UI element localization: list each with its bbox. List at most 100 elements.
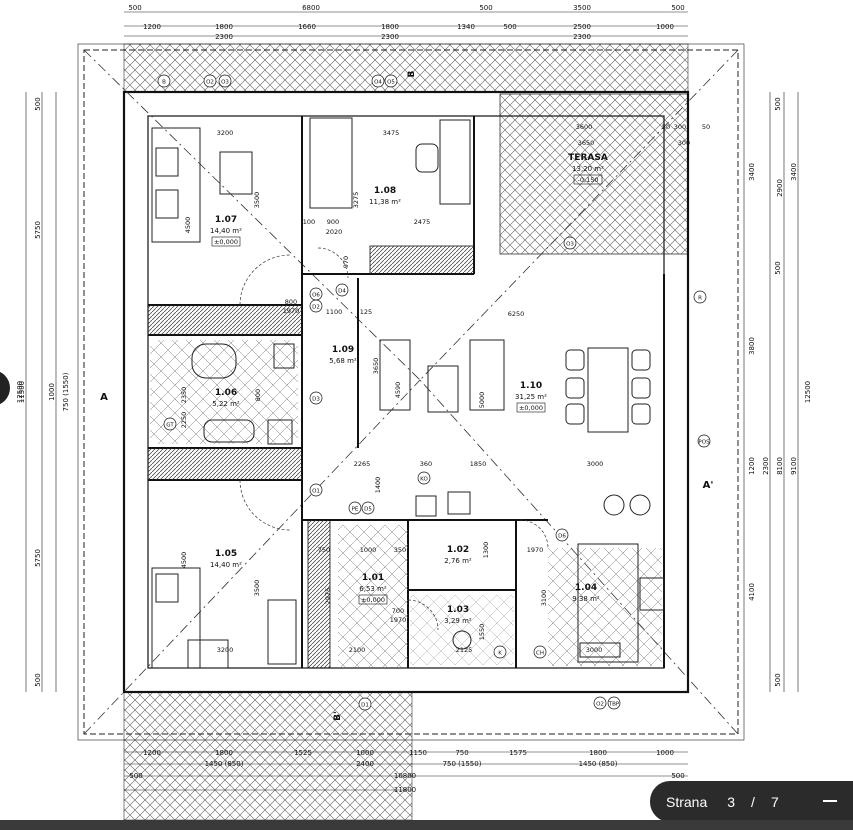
tag-bubble: [218, 74, 232, 88]
dimension-label: 3500: [253, 192, 261, 209]
dimension-label: 1970: [283, 307, 300, 315]
room-area: 13,20 m²: [572, 165, 604, 173]
page-separator: /: [751, 793, 755, 810]
dimension-label: 1800: [381, 23, 399, 31]
tag-label: PE: [352, 506, 359, 512]
room-area: 5,22 m²: [212, 400, 240, 408]
dimension-label: 3200: [217, 646, 234, 654]
dimension-lines: [25, 11, 799, 791]
dimension-label: 3500: [573, 4, 591, 12]
dimension-label: 100: [303, 218, 315, 226]
dimension-label: 2300: [762, 457, 770, 475]
tag-bubble: [533, 645, 547, 659]
dimension-label: 3200: [217, 129, 234, 137]
dimension-label: 12500: [804, 381, 812, 403]
dimension-label: 1660: [298, 23, 316, 31]
tag-bubble: [384, 74, 398, 88]
dimension-label: 5750: [34, 221, 42, 239]
room-number: 1.02: [447, 545, 469, 555]
dimension-label: 3475: [383, 129, 400, 137]
tag-bubble: [555, 528, 569, 542]
dimension-label: 500: [774, 97, 782, 110]
dimension-label: 1340: [457, 23, 475, 31]
zoom-out-button[interactable]: [823, 800, 837, 802]
dimension-label: 1970: [390, 616, 407, 624]
dimension-label: 500: [479, 4, 492, 12]
section-mark-b: B: [407, 70, 417, 77]
room-number: 1.08: [374, 186, 396, 196]
room-number: 1.06: [215, 388, 237, 398]
tag-label: O3: [566, 241, 574, 247]
room-number: TERASA: [568, 153, 608, 163]
dimension-label: 3400: [790, 163, 798, 181]
tag-label: B: [162, 79, 166, 85]
dimension-label: 3650: [578, 139, 595, 147]
tag-bubble: [607, 696, 621, 710]
page-label: Strana: [666, 793, 708, 810]
dimension-label: 750 (1550): [62, 372, 70, 411]
dimension-label: 2400: [356, 760, 374, 768]
dimension-label: 2500: [573, 23, 591, 31]
dimension-label: 500: [671, 4, 684, 12]
dimension-label: 750 (1550): [443, 760, 482, 768]
tag-bubble: [563, 236, 577, 250]
level-box: [573, 174, 603, 185]
dimension-label: 970: [342, 256, 350, 268]
tag-bubble: [417, 471, 431, 485]
paving-top: [123, 43, 689, 93]
dimension-label: 2020: [326, 228, 343, 236]
roof-outline: [83, 49, 739, 735]
room-number: 1.04: [575, 583, 597, 593]
dimension-label: 5000: [478, 392, 486, 409]
tag-label: D4: [338, 288, 346, 294]
dimension-label: 300: [674, 123, 686, 131]
terrace: [499, 93, 689, 255]
dimension-label: 2975: [324, 588, 332, 605]
tag-bubble: [309, 483, 323, 497]
room-area: 14,40 m²: [210, 561, 242, 569]
tag-label: D3: [312, 396, 320, 402]
hall-tile: [338, 525, 408, 667]
door-swings: [239, 247, 549, 631]
dimension-label: 1400: [374, 477, 382, 494]
dimension-label: 11800: [394, 786, 416, 794]
dimension-label: 2300: [215, 33, 233, 41]
bottom-toolbar: [0, 820, 853, 830]
tag-bubble: [371, 74, 385, 88]
level-box: [358, 594, 388, 605]
dimension-label: 2900: [776, 179, 784, 197]
dimension-label: 750: [318, 546, 330, 554]
dimension-label: 3400: [748, 163, 756, 181]
tag-bubble: [693, 290, 707, 304]
dimension-label: 1850: [470, 460, 487, 468]
room-area: 14,40 m²: [210, 227, 242, 235]
dimension-label: 3000: [586, 646, 603, 654]
tag-bubble: [593, 696, 607, 710]
tag-bubble: [348, 501, 362, 515]
tag-bubble: [309, 391, 323, 405]
dimension-label: 2350: [180, 387, 188, 404]
dimension-label: 500: [503, 23, 516, 31]
dimension-label: 50: [662, 123, 670, 131]
dimension-label: 1000: [356, 749, 374, 757]
dimension-label: 1800: [589, 749, 607, 757]
dimension-label: 1970: [527, 546, 544, 554]
dimension-label: 800: [285, 298, 297, 306]
tag-label: TBP: [608, 701, 620, 707]
tag-label: R: [698, 295, 702, 301]
room-level: ±0,000: [214, 238, 238, 246]
tag-bubble: [697, 434, 711, 448]
room-area: 5,68 m²: [329, 357, 357, 365]
dimension-label: 360: [420, 460, 432, 468]
dimension-label: 1300: [482, 542, 490, 559]
current-page-input[interactable]: 3: [727, 793, 736, 810]
dimension-label: 500: [774, 673, 782, 686]
sidebar-toggle-tab[interactable]: [0, 370, 10, 406]
tag-label: D6: [558, 533, 566, 539]
tag-bubble: [358, 697, 372, 711]
dimension-label: 1525: [294, 749, 312, 757]
dimension-label: 5750: [34, 549, 42, 567]
dimension-label: 2265: [354, 460, 371, 468]
